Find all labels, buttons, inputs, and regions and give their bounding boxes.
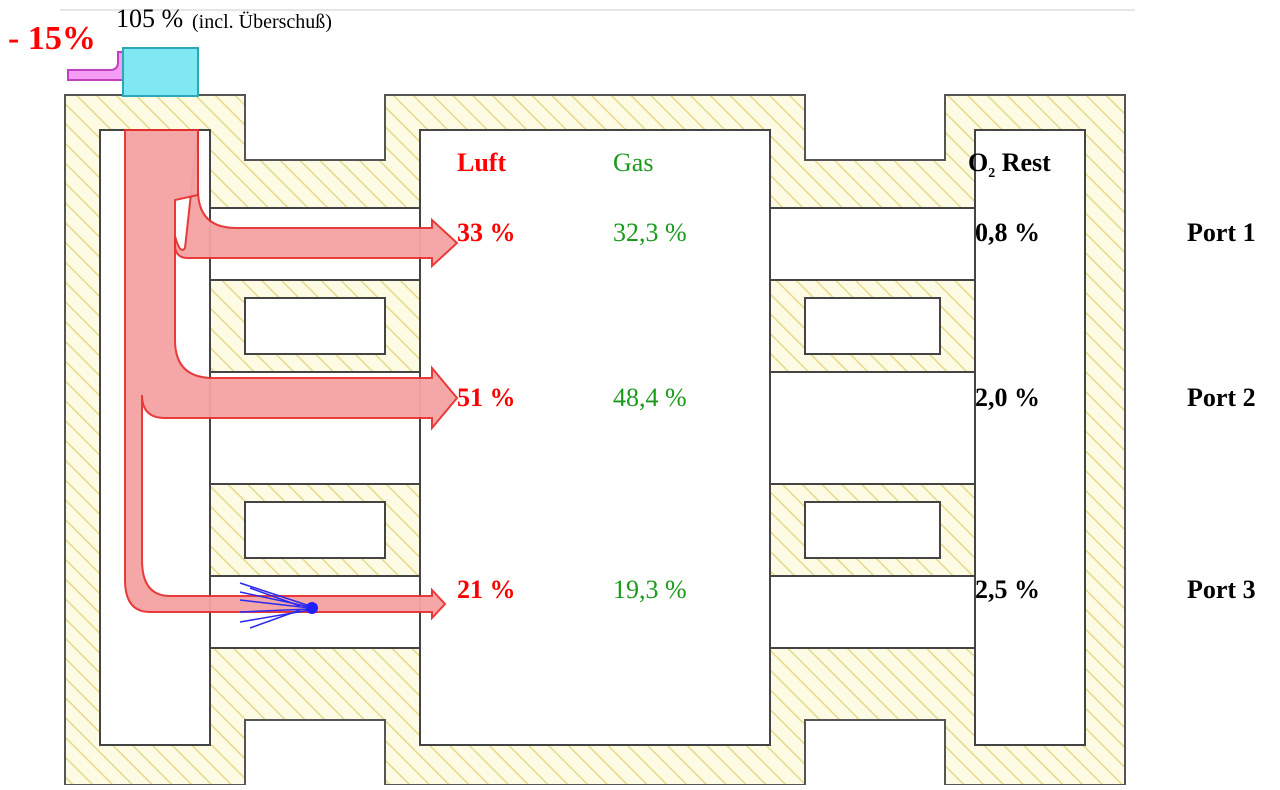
port-channel-right-1 bbox=[769, 207, 976, 281]
port-1-label: Port 1 bbox=[1187, 218, 1256, 247]
air-column-header: Luft bbox=[457, 148, 507, 177]
o2-symbol: O bbox=[968, 148, 989, 177]
air-flow-main bbox=[124, 129, 459, 621]
burner bbox=[239, 582, 311, 629]
port-channel-right-2 bbox=[769, 371, 976, 485]
port-channel-right-3 bbox=[769, 575, 976, 649]
air-flow-port-1 bbox=[174, 129, 459, 269]
furnace-chamber bbox=[419, 129, 771, 746]
port-2-label: Port 2 bbox=[1187, 383, 1256, 412]
total-value: 105 % bbox=[116, 4, 184, 33]
inlet-box bbox=[122, 47, 199, 97]
port-3-gas: 19,3 % bbox=[613, 575, 687, 604]
port-1-air: 33 % bbox=[457, 218, 516, 247]
o2-subscript: 2 bbox=[988, 166, 996, 182]
port-3-air: 21 % bbox=[457, 575, 516, 604]
gas-column-header: Gas bbox=[613, 148, 654, 177]
o2-column-header: O2 Rest bbox=[968, 150, 1051, 181]
port-2-air: 51 % bbox=[457, 383, 516, 412]
port-2-gas: 48,4 % bbox=[613, 383, 687, 412]
reduction-label: - 15% bbox=[8, 20, 96, 57]
inlet-duct bbox=[67, 51, 129, 81]
o2-rest-label: Rest bbox=[1001, 148, 1051, 177]
port-2-o2: 2,0 % bbox=[975, 383, 1040, 412]
port-3-o2: 2,5 % bbox=[975, 575, 1040, 604]
burner-nozzle bbox=[306, 602, 318, 614]
port-1-gas: 32,3 % bbox=[613, 218, 687, 247]
total-note: (incl. Überschuß) bbox=[192, 11, 332, 33]
port-1-o2: 0,8 % bbox=[975, 218, 1040, 247]
port-3-label: Port 3 bbox=[1187, 575, 1256, 604]
